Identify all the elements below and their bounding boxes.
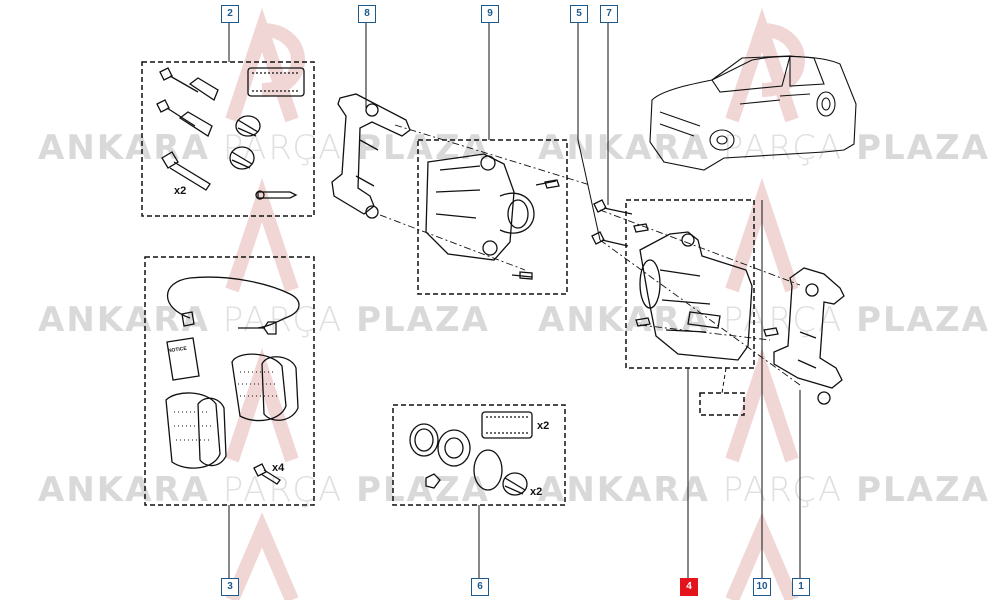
qty-guide-pins: x2 (174, 185, 187, 197)
callout-10[interactable]: 10 (753, 578, 771, 596)
watermark-row: ANKARA PARÇA PLAZA (38, 300, 490, 340)
watermark-text: ANKARA (538, 470, 710, 510)
watermark-text: PLAZA (856, 470, 990, 510)
bolts-5-7 (591, 199, 633, 247)
car-illustration (649, 55, 857, 171)
assembly-axis (599, 239, 801, 386)
callout-1[interactable]: 1 (792, 578, 810, 596)
qty-grease-seal-kit: x2 (537, 420, 550, 432)
leader-line (721, 367, 727, 394)
watermark-text: PLAZA (856, 128, 990, 168)
watermark-row: ANKARA PARÇA PLAZA (538, 300, 990, 340)
group-box-4 (625, 199, 755, 369)
callout-label: 5 (576, 8, 582, 19)
watermark-text: ANKARA (538, 300, 710, 340)
callout-label: 8 (364, 8, 370, 19)
wear-sensor-wire (166, 276, 300, 329)
group-box-2 (141, 61, 315, 217)
watermark-text: ANKARA (38, 470, 210, 510)
notice-booklet (166, 337, 200, 381)
watermark-text: ANKARA (38, 300, 210, 340)
brake-pad-set (165, 276, 300, 485)
callout-label: 4 (686, 581, 692, 592)
callout-3[interactable]: 3 (221, 578, 239, 596)
watermark-text: PARÇA (222, 470, 344, 510)
watermark-row: ANKARA PARÇA PLAZA (38, 470, 490, 510)
guide-pin-kit (156, 67, 305, 200)
watermark-row: ANKARA PARÇA PLAZA (538, 470, 990, 510)
qty-boots: x2 (530, 486, 543, 498)
callout-label: 2 (227, 8, 233, 19)
watermark-text: PARÇA (722, 128, 844, 168)
callout-7[interactable]: 7 (600, 5, 618, 23)
watermark-text: ANKARA (38, 128, 210, 168)
callout-label: 7 (606, 8, 612, 19)
grease-pouch (247, 67, 305, 97)
watermark-text: PLAZA (356, 128, 490, 168)
caliper-right (633, 223, 753, 361)
assembly-axis (394, 124, 591, 186)
grease-pouch (481, 411, 533, 439)
watermark-text: PLAZA (356, 300, 490, 340)
assembly-axis (379, 214, 526, 271)
callout-6[interactable]: 6 (471, 578, 489, 596)
callout-label: 1 (798, 581, 804, 592)
seal-repair-kit (409, 411, 533, 496)
callout-9[interactable]: 9 (481, 5, 499, 23)
callout-label: 6 (477, 581, 483, 592)
qty-pad-bolts: x4 (272, 462, 285, 474)
callout-8[interactable]: 8 (358, 5, 376, 23)
callout-2[interactable]: 2 (221, 5, 239, 23)
callout-label: 10 (756, 581, 768, 592)
callout-label: 3 (227, 581, 233, 592)
spring-clip (257, 191, 298, 199)
carrier-bracket-right (763, 267, 845, 405)
group-box-small (699, 392, 745, 416)
group-box-3 (144, 256, 315, 506)
caliper-left (425, 153, 560, 280)
callout-label: 9 (487, 8, 493, 19)
watermark-text: PLAZA (856, 300, 990, 340)
callout-5[interactable]: 5 (570, 5, 588, 23)
callout-4[interactable]: 4 (680, 578, 698, 596)
leader-line (577, 139, 601, 241)
watermark-text: PLAZA (356, 470, 490, 510)
carrier-bracket-left (331, 93, 411, 219)
watermark-text: PARÇA (722, 470, 844, 510)
group-box-9 (417, 139, 568, 295)
